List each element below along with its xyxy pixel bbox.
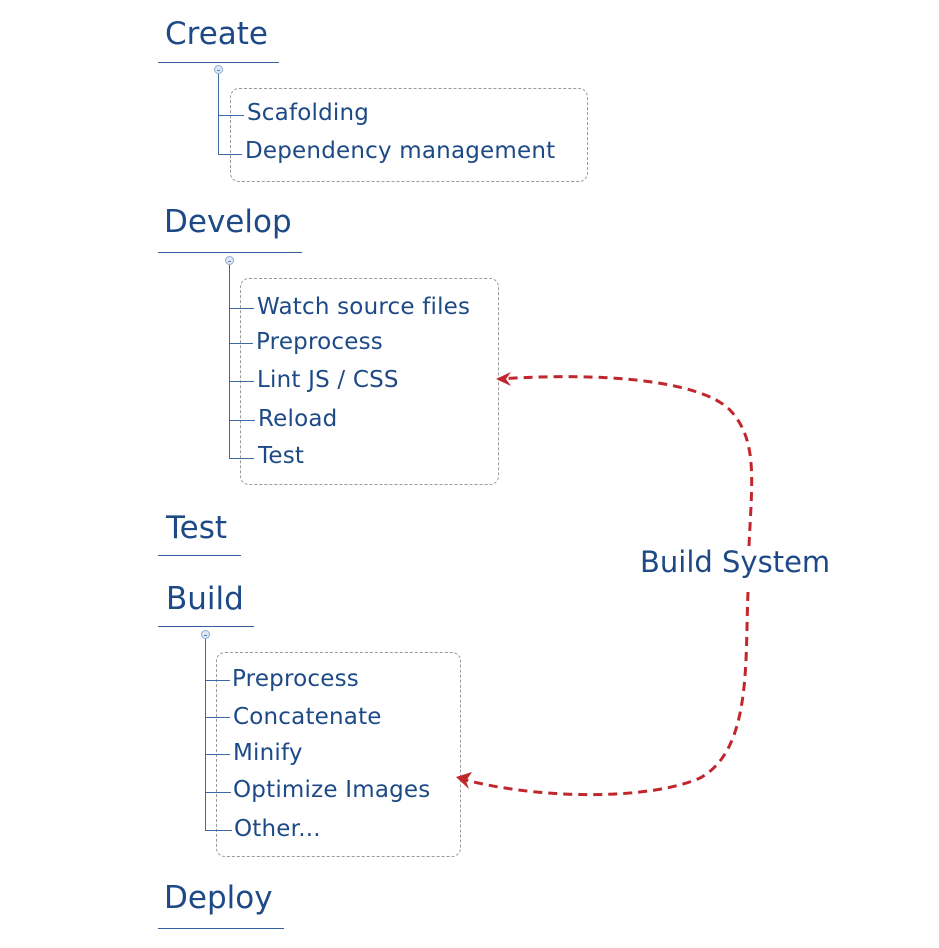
topic-build[interactable]: Build: [166, 581, 244, 617]
create-item-dependency-management[interactable]: Dependency management: [245, 138, 556, 164]
topic-create[interactable]: Create: [165, 16, 269, 52]
build-item-preprocess[interactable]: Preprocess: [232, 666, 359, 692]
develop-branch-2: [229, 343, 253, 344]
build-branch-1: [205, 680, 230, 681]
build-branch-4: [205, 792, 231, 793]
arrowhead-develop-icon: [496, 372, 511, 386]
develop-branch-3: [229, 381, 254, 382]
build-item-optimize-images[interactable]: Optimize Images: [233, 777, 431, 803]
create-branch-1: [218, 115, 244, 116]
build-branch-3: [205, 754, 230, 755]
develop-item-watch-source-files[interactable]: Watch source files: [257, 294, 471, 320]
topic-build-underline: [158, 626, 254, 627]
build-tree-line: [205, 639, 206, 830]
arrowhead-build-icon: [456, 772, 472, 789]
topic-test[interactable]: Test: [166, 510, 228, 546]
topic-test-underline: [158, 555, 241, 556]
create-item-scaffolding[interactable]: Scafolding: [247, 100, 370, 126]
connector-line-to-build: [461, 591, 750, 797]
connector-line-to-develop: [499, 375, 754, 547]
build-item-minify[interactable]: Minify: [233, 740, 303, 766]
topic-develop-underline: [158, 252, 302, 253]
create-children-box: [230, 88, 588, 182]
create-tree-line: [218, 74, 219, 154]
build-branch-2: [205, 717, 230, 718]
topic-create-underline: [158, 62, 279, 63]
collapse-develop-icon[interactable]: [225, 256, 234, 265]
develop-branch-4: [229, 420, 255, 421]
develop-item-test[interactable]: Test: [258, 443, 305, 469]
create-branch-2: [218, 154, 242, 155]
develop-item-preprocess[interactable]: Preprocess: [256, 329, 383, 355]
develop-item-reload[interactable]: Reload: [258, 406, 338, 432]
develop-item-lint[interactable]: Lint JS / CSS: [257, 367, 399, 393]
topic-deploy[interactable]: Deploy: [164, 880, 273, 916]
build-system-label[interactable]: Build System: [640, 545, 831, 579]
develop-branch-1: [229, 308, 254, 309]
build-item-other[interactable]: Other...: [234, 816, 321, 842]
topic-deploy-underline: [158, 928, 284, 929]
build-item-concatenate[interactable]: Concatenate: [233, 704, 382, 730]
develop-branch-5: [229, 458, 254, 459]
collapse-build-icon[interactable]: [201, 630, 210, 639]
topic-develop[interactable]: Develop: [164, 204, 292, 240]
build-branch-5: [205, 830, 232, 831]
develop-tree-line: [229, 265, 230, 458]
collapse-create-icon[interactable]: [214, 65, 223, 74]
